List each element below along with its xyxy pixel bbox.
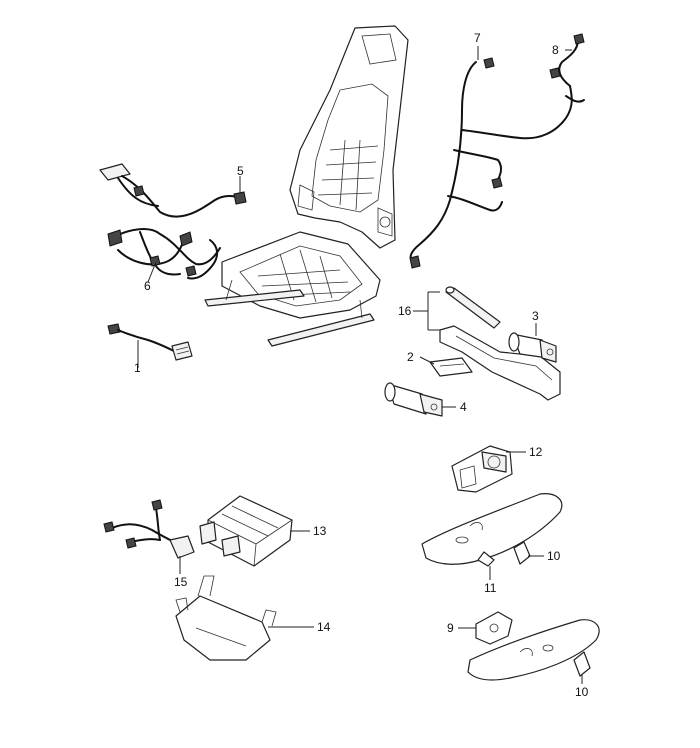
callout-7: 7 [474, 31, 481, 45]
seat-base-frame [204, 231, 381, 347]
cable-part-1 [107, 323, 193, 361]
callout-2: 2 [407, 350, 414, 364]
harness-part-15 [103, 499, 195, 559]
callout-16: 16 [398, 304, 412, 318]
motor-part-3 [508, 332, 557, 363]
plate-part-2 [429, 357, 473, 377]
motor-part-4 [384, 382, 443, 417]
adjuster-part-9 [475, 611, 513, 645]
callout-8: 8 [552, 43, 559, 57]
callout-9: 9 [447, 621, 454, 635]
callout-14: 14 [317, 620, 331, 634]
seat-backrest-frame [289, 25, 409, 249]
harness-part-5 [99, 163, 247, 218]
harness-part-6 [107, 228, 221, 280]
side-trim-lower [467, 619, 600, 681]
side-trim-upper [421, 493, 563, 567]
callout-10-upper: 10 [547, 549, 561, 563]
adjuster-part-12 [451, 445, 513, 493]
callout-1: 1 [134, 361, 141, 375]
bracket-part-14 [175, 575, 277, 661]
leader-lines [137, 46, 583, 684]
rod-and-bracket-part-16 [439, 286, 561, 401]
callout-11: 11 [484, 581, 497, 595]
callout-3: 3 [532, 309, 539, 323]
control-unit-part-13 [199, 495, 293, 567]
callout-12: 12 [529, 445, 543, 459]
callout-4: 4 [460, 400, 467, 414]
callout-10-lower: 10 [575, 685, 589, 699]
harness-part-7-8 [409, 33, 585, 269]
callout-6: 6 [144, 279, 151, 293]
callout-15: 15 [174, 575, 188, 589]
callout-labels: 1 6 5 7 8 2 3 4 16 12 10 11 13 15 14 9 1… [134, 31, 589, 699]
callout-13: 13 [313, 524, 327, 538]
callout-5: 5 [237, 164, 244, 178]
